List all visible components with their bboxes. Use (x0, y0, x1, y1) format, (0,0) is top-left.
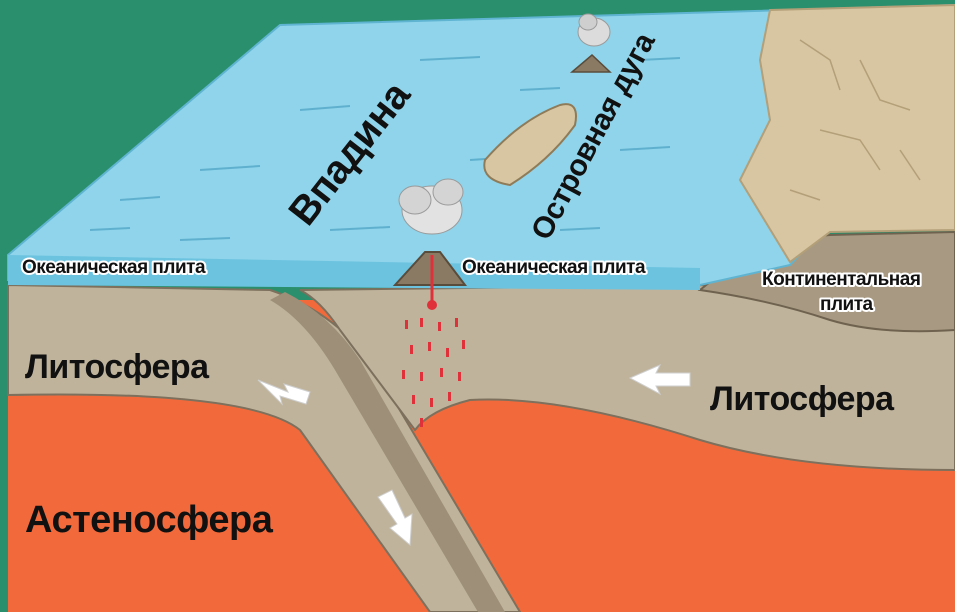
lithosphere-right-label: Литосфера (710, 380, 895, 418)
continental-plate-label-line2: плита (820, 294, 874, 315)
oceanic-plate-right-label: Океаническая плита (462, 257, 646, 278)
oceanic-plate-left-label: Океаническая плита (22, 257, 206, 278)
continental-plate-label-line1: Континентальная (762, 269, 920, 290)
continent-land (740, 5, 955, 262)
lithosphere-left-label: Литосфера (25, 348, 210, 386)
asthenosphere-label: Астеносфера (25, 499, 274, 541)
